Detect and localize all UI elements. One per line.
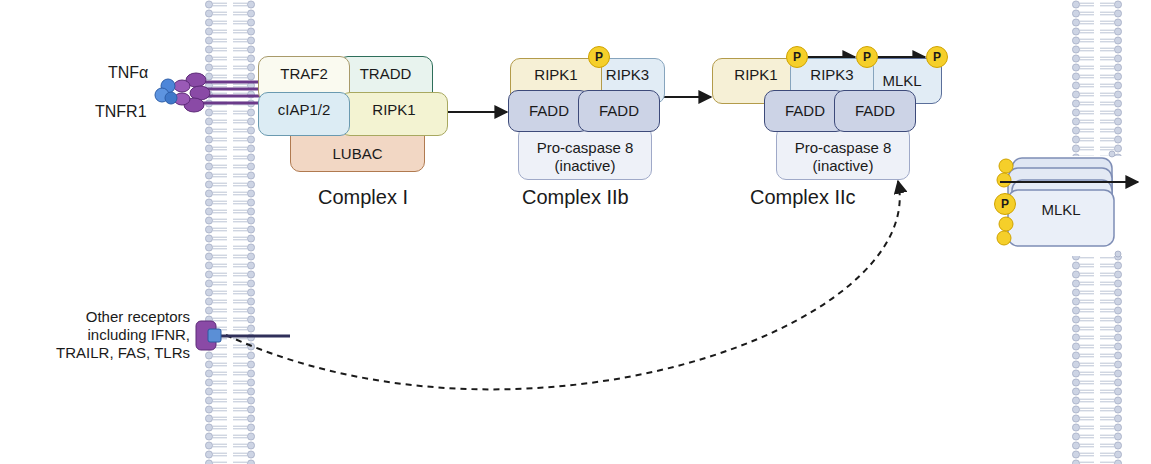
procaspase-box: Pro-caspase 8 (inactive)	[518, 126, 652, 180]
dashed-arrow	[226, 181, 900, 389]
right-membrane	[1072, 256, 1122, 464]
phospho-badge: P	[588, 46, 610, 68]
complex-label: Complex I	[318, 186, 408, 209]
protein-label: FADD	[785, 102, 825, 120]
mlkl-pore: MLKL	[1006, 158, 1116, 252]
phospho-badge: P	[994, 193, 1016, 215]
protein-label: FADD	[529, 102, 569, 120]
signal-arrow	[660, 96, 711, 98]
protein-label: FADD	[599, 102, 639, 120]
protein-label: Pro-caspase 8 (inactive)	[782, 139, 904, 175]
tnfr1-receptor	[174, 73, 264, 112]
ciap-box: cIAP1/2	[258, 92, 350, 136]
other-receptor: Other receptors including IFNR, TRAILR, …	[196, 320, 226, 350]
phospho-badge: P	[856, 46, 878, 68]
protein-label: cIAP1/2	[278, 101, 331, 119]
receptor-illustration	[196, 320, 226, 350]
protein-label: TRAF2	[280, 65, 328, 83]
phospho-label: P	[793, 50, 801, 64]
signal-arrow	[448, 111, 507, 113]
protein-label: RIPK1	[372, 101, 415, 119]
complex-label: Complex IIc	[750, 186, 856, 209]
left-membrane	[205, 0, 255, 464]
protein-label: RIPK3	[606, 66, 649, 84]
ligand-label: TNFR1	[95, 103, 147, 121]
procaspase-box: Pro-caspase 8 (inactive)	[776, 126, 910, 180]
receptor-label: Other receptors including IFNR, TRAILR, …	[55, 308, 190, 362]
protein-label: RIPK3	[810, 66, 853, 84]
protein-label: MLKL	[882, 72, 921, 90]
protein-label: FADD	[855, 102, 895, 120]
protein-label: MLKL	[1041, 201, 1080, 219]
phospho-label: P	[595, 50, 603, 64]
protein-label: TRADD	[360, 65, 412, 83]
ligand-label: TNFα	[108, 64, 148, 82]
protein-label: LUBAC	[332, 145, 382, 163]
phospho-label: P	[863, 50, 871, 64]
protein-label: RIPK1	[534, 66, 577, 84]
phospho-badge: P	[786, 46, 808, 68]
protein-label: Pro-caspase 8 (inactive)	[524, 139, 646, 175]
phospho-badge: P	[926, 46, 948, 68]
fadd-box: FADD	[578, 90, 660, 132]
phospho-label: P	[933, 50, 941, 64]
protein-label: RIPK1	[734, 66, 777, 84]
fadd-box: FADD	[834, 90, 916, 132]
right-membrane	[1072, 0, 1122, 156]
phospho-label: P	[1001, 197, 1009, 211]
complex-label: Complex IIb	[522, 186, 629, 209]
ripk1-box: RIPK1	[340, 92, 448, 136]
tnf-alpha-ligand	[155, 79, 177, 104]
